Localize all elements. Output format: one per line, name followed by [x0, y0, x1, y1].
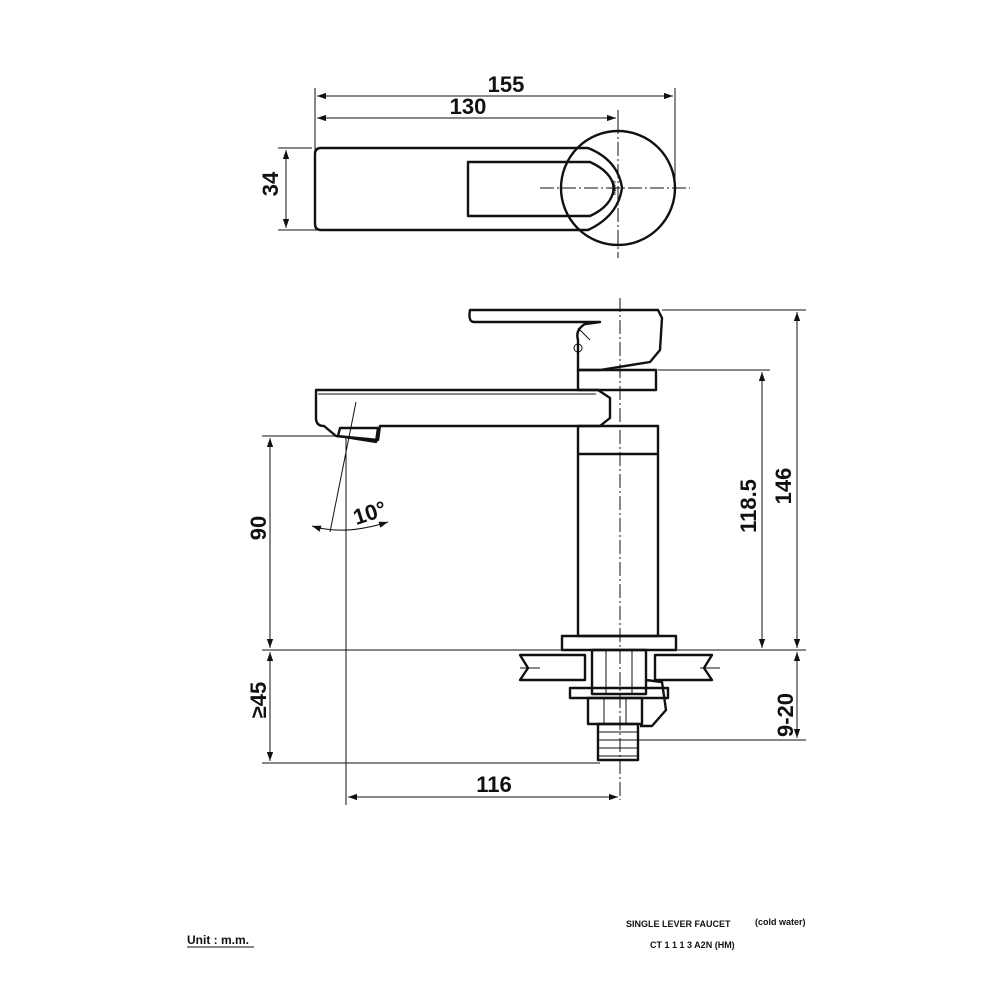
dim-9-20: 9-20: [773, 693, 798, 737]
body-cap: [576, 368, 658, 392]
product-name: SINGLE LEVER FAUCET: [626, 919, 731, 929]
unit-label: Unit : m.m.: [187, 933, 249, 947]
lever-handle: [468, 308, 664, 372]
dim-45: ≥45: [246, 682, 271, 719]
water-type: (cold water): [755, 917, 806, 927]
dim-130: 130: [450, 94, 487, 119]
countertop-section-left: [518, 653, 587, 682]
dim-155: 155: [488, 72, 525, 97]
side-view: 90 10° 118.5 146 ≥45 9-20 116: [246, 298, 806, 805]
countertop-section-right: [653, 653, 714, 682]
dim-116: 116: [476, 772, 512, 797]
aerator: [336, 426, 380, 444]
spout: [314, 388, 612, 442]
fixing-bracket: [640, 678, 668, 728]
fixing-nut: [590, 648, 648, 696]
faucet-body: [576, 424, 660, 638]
angle-arc: [311, 521, 389, 532]
top-view: cotto 155 130 34: [258, 72, 690, 258]
threaded-shank: [596, 722, 640, 762]
base-circle: [559, 129, 677, 247]
dim-34: 34: [258, 171, 283, 196]
title-block: Unit : m.m. SINGLE LEVER FAUCET (cold wa…: [187, 917, 806, 950]
dim-90: 90: [246, 516, 271, 540]
lever-top-outline: [466, 160, 616, 218]
dim-10-degrees: 10°: [350, 496, 389, 530]
model-number: CT 1 1 1 3 A2N (HM): [650, 940, 735, 950]
brand-logo: cotto: [610, 181, 616, 196]
spray-line-angled: [329, 401, 357, 533]
dim-146: 146: [771, 468, 796, 505]
shank-nut: [586, 696, 644, 726]
dim-118-5: 118.5: [736, 479, 761, 533]
base-flange: [560, 634, 678, 652]
spout-top-outline: [313, 146, 624, 232]
